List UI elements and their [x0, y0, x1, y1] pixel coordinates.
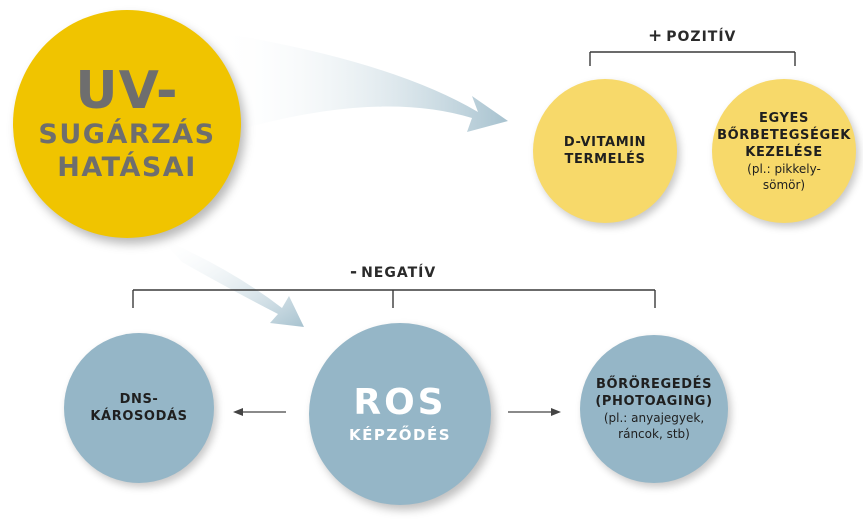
skin-treatment-line1: EGYES: [759, 110, 809, 126]
skin-aging-note1: (pl.: anyajegyek,: [603, 411, 705, 425]
positive-heading: +POZITÍV: [648, 26, 736, 46]
negative-heading: -NEGATÍV: [350, 262, 436, 282]
negative-label: NEGATÍV: [361, 265, 437, 281]
skin-treatment-line3: KEZELÉSE: [745, 144, 823, 160]
uv-title: UV-: [75, 61, 179, 121]
positive-sign: +: [648, 26, 664, 46]
uv-subtitle-line1: SUGÁRZÁS: [38, 119, 216, 150]
vitamin-d-line1: D-VITAMIN: [563, 135, 647, 150]
dna-damage-line1: DNS-: [119, 392, 159, 407]
uv-subtitle-line2: HATÁSAI: [57, 152, 197, 183]
ros-circle: ROS KÉPZŐDÉS: [309, 323, 491, 505]
skin-treatment-line2: BŐRBETEGSÉGEK: [717, 127, 851, 143]
bracket-positive: [589, 51, 796, 66]
vitamin-d-circle: D-VITAMIN TERMELÉS: [533, 79, 677, 223]
uv-main-circle: UV- SUGÁRZÁS HATÁSAI: [13, 10, 241, 238]
skin-aging-note2: ráncok, stb): [618, 427, 690, 441]
dna-damage-line2: KÁROSODÁS: [90, 409, 188, 424]
skin-treatment-note1: (pl.: pikkely-: [747, 161, 821, 176]
bracket-negative: [132, 289, 656, 308]
vitamin-d-line2: TERMELÉS: [564, 152, 646, 167]
negative-sign: -: [350, 262, 359, 282]
swoosh-arrow-negative: [160, 238, 304, 327]
ros-title: ROS: [353, 382, 447, 423]
ros-subtitle: KÉPZŐDÉS: [349, 426, 451, 444]
arrow-to-aging: [508, 408, 561, 416]
dna-damage-circle: DNS- KÁROSODÁS: [64, 333, 214, 483]
skin-aging-line1: BŐRÖREGEDÉS: [595, 377, 713, 392]
skin-treatment-note2: sömör): [762, 177, 806, 192]
swoosh-arrow-positive: [215, 32, 508, 132]
positive-label: POZITÍV: [666, 29, 737, 45]
skin-treatment-circle: EGYES BŐRBETEGSÉGEK KEZELÉSE (pl.: pikke…: [712, 79, 856, 223]
skin-aging-line2: (PHOTOAGING): [595, 394, 713, 409]
arrow-to-dna: [233, 408, 286, 416]
skin-aging-circle: BŐRÖREGEDÉS (PHOTOAGING) (pl.: anyajegye…: [580, 335, 728, 483]
